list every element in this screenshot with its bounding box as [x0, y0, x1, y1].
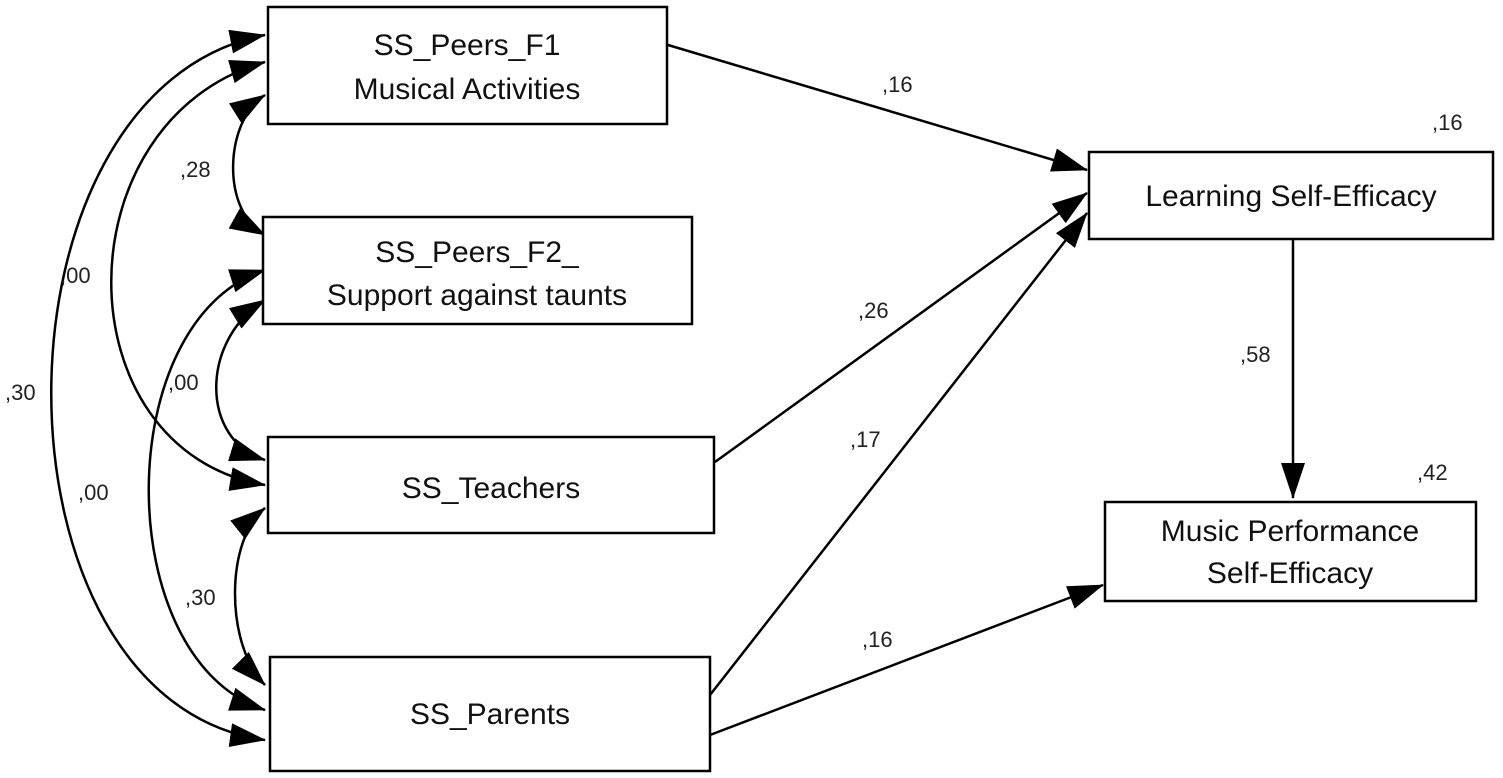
node-music-line2: Self-Efficacy [1207, 557, 1373, 590]
coef-parents-to-music: ,16 [862, 627, 893, 652]
node-peers-f2-line1: SS_Peers_F2_ [375, 236, 580, 269]
node-parents-label: SS_Parents [410, 698, 570, 731]
covariance-f2-teachers [215, 298, 266, 462]
path-parents-to-music [709, 583, 1104, 737]
cov-f1-f2: ,28 [180, 157, 211, 182]
node-parents: SS_Parents [268, 655, 712, 773]
cov-f2-teachers: ,00 [168, 370, 199, 395]
cov-teachers-parents: ,30 [185, 585, 216, 610]
cov-f1-parents: ,30 [5, 380, 36, 405]
covariance-f1-teachers [110, 60, 266, 491]
path-teachers-to-learning [714, 191, 1088, 464]
cov-f1-teachers: ,00 [60, 263, 91, 288]
node-peers-f2-line2: Support against taunts [327, 279, 627, 312]
path-parents-to-learning [709, 212, 1088, 696]
coef-f1-to-learning: ,16 [882, 72, 913, 97]
coef-parents-to-learning: ,17 [850, 427, 881, 452]
node-peers-f1-line2: Musical Activities [354, 73, 581, 106]
r2-learning: ,16 [1432, 110, 1463, 135]
node-music-line1: Music Performance [1161, 515, 1419, 548]
covariance-teachers-parents [230, 507, 266, 686]
node-peers-f2: SS_Peers_F2_ Support against taunts [261, 215, 694, 326]
node-peers-f1: SS_Peers_F1 Musical Activities [266, 5, 669, 126]
node-learning-label: Learning Self-Efficacy [1145, 180, 1436, 213]
coef-learning-to-music: ,58 [1240, 342, 1271, 367]
node-music-performance-self-efficacy: Music Performance Self-Efficacy [1103, 500, 1478, 603]
node-learning-self-efficacy: Learning Self-Efficacy [1087, 150, 1495, 241]
coef-teachers-to-learning: ,26 [858, 298, 889, 323]
cov-f2-parents: ,00 [78, 480, 109, 505]
covariance-f1-f2 [228, 93, 266, 237]
path-f1-to-learning [667, 43, 1088, 172]
node-teachers-label: SS_Teachers [402, 472, 580, 505]
node-teachers: SS_Teachers [266, 435, 716, 535]
r2-music: ,42 [1417, 460, 1448, 485]
covariance-f1-parents [50, 29, 266, 747]
covariance-f2-parents [147, 268, 266, 712]
node-peers-f1-line1: SS_Peers_F1 [374, 29, 561, 62]
